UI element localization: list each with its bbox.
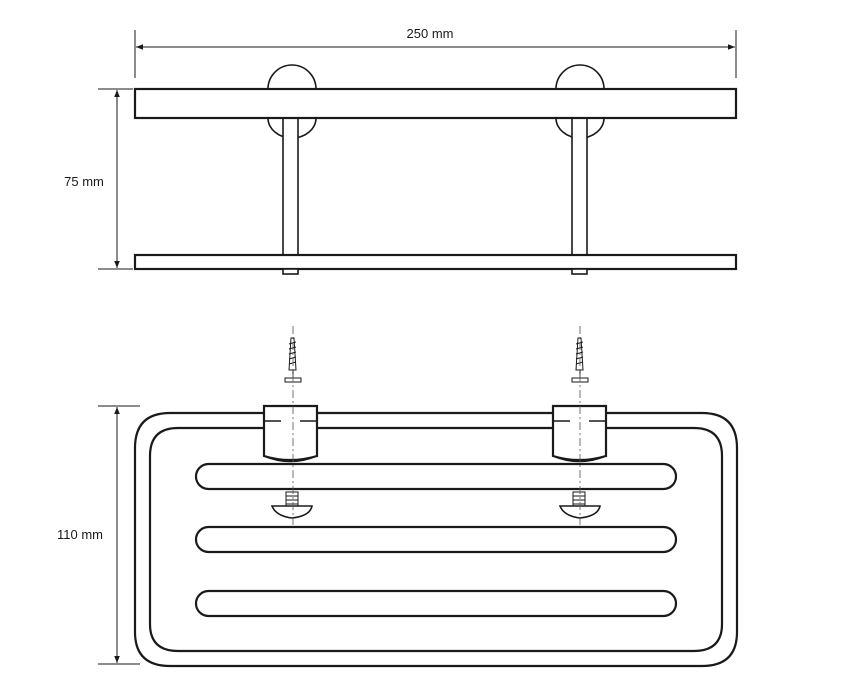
slot <box>194 462 678 491</box>
anchor-right <box>558 491 601 519</box>
wall-mount-left <box>262 404 319 463</box>
support-posts <box>282 117 588 256</box>
depth-dimension: 110 mm <box>50 405 140 665</box>
tray-slots <box>194 462 678 618</box>
anchor-left <box>270 491 313 519</box>
front-view: 250 mm 75 mm <box>58 24 738 275</box>
bottom-shelf <box>133 253 738 271</box>
depth-label: 110 mm <box>57 527 103 542</box>
top-shelf <box>133 87 738 120</box>
width-label: 250 mm <box>407 26 454 41</box>
tray-outer-frame <box>133 411 739 668</box>
wall-mount-right <box>551 404 608 463</box>
width-dimension: 250 mm <box>134 24 737 78</box>
slot <box>194 589 678 618</box>
slot <box>194 525 678 554</box>
height-label: 75 mm <box>64 174 104 189</box>
top-view: 110 mm <box>50 326 739 668</box>
shelf-feet <box>282 268 588 275</box>
height-dimension: 75 mm <box>58 88 133 270</box>
tray-inner-frame <box>148 426 724 653</box>
